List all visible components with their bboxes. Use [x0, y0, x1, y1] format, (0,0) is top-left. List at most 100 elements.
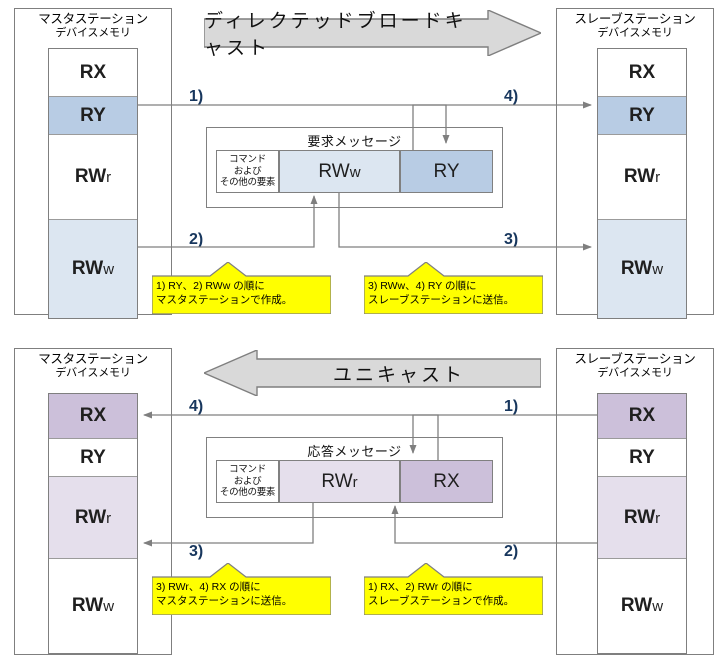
- bottom-slave-title-line1: スレーブステーション: [574, 352, 696, 366]
- top-callout-create: 1) RY、2) RWw の順に マスタステーションで作成。: [151, 261, 332, 315]
- top-step-label-4: 4): [504, 88, 519, 105]
- top-step-label-3: 3): [504, 231, 519, 248]
- bottom-callout-create: 1) RX、2) RWr の順に スレーブステーションで作成。: [363, 562, 544, 616]
- top-master-title-line1: マスタステーション: [38, 12, 148, 26]
- bottom-master-cell-rww-label: RW: [71, 595, 104, 616]
- top-master-cell-ry-label: RY: [80, 104, 106, 126]
- top-message-segment-rww: RWw: [279, 150, 400, 193]
- top-message-command-line3: その他の要素: [219, 177, 276, 189]
- bottom-callout-send: 3) RWr、4) RX の順に マスタステーションに送信。: [151, 562, 332, 616]
- bottom-banner-label: ユニキャスト: [332, 364, 465, 386]
- top-message-segment-command: コマンド および その他の要素: [216, 150, 279, 193]
- bottom-step-label-2: 2): [504, 543, 519, 560]
- top-master-memory-stack: RX RY RWr RWw: [48, 48, 138, 319]
- top-message-command-line1: コマンド: [229, 154, 266, 166]
- top-slave-cell-rx-label: RX: [628, 61, 656, 83]
- bottom-slave-title-line2: デバイスメモリ: [597, 367, 673, 379]
- top-message-segment-ry: RY: [400, 150, 493, 193]
- bottom-slave-cell-rww: RWw: [598, 559, 686, 653]
- top-message-ry-label: RY: [433, 160, 460, 182]
- top-slave-cell-rwr: RWr: [598, 135, 686, 220]
- top-banner-arrow-shape: [203, 8, 543, 58]
- bottom-master-cell-ry: RY: [49, 439, 137, 477]
- top-slave-cell-rww-label: RW: [620, 258, 653, 279]
- top-slave-memory-stack: RX RY RWr RWw: [597, 48, 687, 319]
- bottom-slave-cell-rww-label: RW: [620, 595, 653, 616]
- top-banner-label: ディレクテッドブロードキャスト: [204, 11, 467, 59]
- top-message-rww-label: RW: [318, 160, 350, 182]
- top-slave-title-line2: デバイスメモリ: [597, 27, 673, 39]
- top-master-cell-rww: RWw: [49, 220, 137, 318]
- bottom-step-label-1: 1): [504, 398, 519, 415]
- top-master-cell-rww-label: RW: [71, 258, 104, 279]
- top-slave-title-line1: スレーブステーション: [574, 12, 696, 26]
- bottom-message-command-line1: コマンド: [229, 464, 266, 476]
- bottom-master-station-title: マスタステーション デバイスメモリ: [14, 352, 172, 380]
- top-master-cell-rx-label: RX: [79, 61, 107, 83]
- top-slave-cell-rwr-label: RW: [623, 166, 656, 187]
- bottom-master-cell-rwr-suffix: r: [106, 509, 112, 527]
- bottom-master-memory-stack: RX RY RWr RWw: [48, 393, 138, 654]
- top-message-command-line2: および: [233, 165, 262, 177]
- bottom-slave-cell-rwr-suffix: r: [655, 509, 661, 527]
- bottom-message-rwr-suffix: r: [352, 473, 358, 491]
- top-slave-station-title: スレーブステーション デバイスメモリ: [556, 12, 714, 40]
- bottom-message-rwr-label: RW: [321, 470, 353, 492]
- top-callout-send-line1: 3) RWw、4) RY の順に: [368, 280, 477, 292]
- top-callout-create-line2: マスタステーションで作成。: [156, 294, 293, 306]
- top-slave-cell-rww: RWw: [598, 220, 686, 318]
- top-master-cell-ry: RY: [49, 97, 137, 135]
- top-slave-cell-ry: RY: [598, 97, 686, 135]
- bottom-slave-memory-stack: RX RY RWr RWw: [597, 393, 687, 654]
- top-master-cell-rwr-label: RW: [74, 166, 107, 187]
- bottom-slave-cell-ry: RY: [598, 439, 686, 477]
- top-slave-cell-rww-suffix: w: [652, 261, 664, 278]
- top-master-title-line2: デバイスメモリ: [55, 27, 131, 39]
- top-slave-cell-ry-label: RY: [629, 104, 655, 126]
- top-callout-create-line1: 1) RY、2) RWw の順に: [156, 280, 265, 292]
- bottom-slave-cell-rww-suffix: w: [652, 598, 664, 615]
- bottom-banner-arrow-shape: [202, 348, 542, 398]
- bottom-master-cell-rww-suffix: w: [103, 598, 115, 615]
- bottom-message-command-line2: および: [233, 475, 262, 487]
- bottom-master-cell-rwr-label: RW: [74, 506, 107, 528]
- bottom-message-segment-rx: RX: [400, 460, 493, 503]
- bottom-master-cell-rx-label: RX: [79, 405, 107, 426]
- bottom-master-cell-ry-label: RY: [80, 446, 106, 468]
- bottom-callout-create-line2: スレーブステーションで作成。: [368, 595, 515, 607]
- top-master-cell-rx: RX: [49, 49, 137, 97]
- bottom-message-segment-rwr: RWr: [279, 460, 400, 503]
- top-banner-arrow: ディレクテッドブロードキャスト: [203, 8, 543, 59]
- bottom-message-rx-label: RX: [433, 470, 460, 492]
- top-master-cell-rwr-suffix: r: [106, 169, 112, 186]
- top-message-title: 要求メッセージ: [307, 134, 402, 149]
- bottom-message-title: 応答メッセージ: [307, 444, 402, 459]
- bottom-slave-cell-rx-label: RX: [628, 405, 656, 426]
- top-master-station-title: マスタステーション デバイスメモリ: [14, 12, 172, 40]
- bottom-master-cell-rx: RX: [49, 394, 137, 439]
- bottom-slave-cell-ry-label: RY: [629, 446, 655, 468]
- top-callout-send-line2: スレーブステーションに送信。: [368, 294, 515, 306]
- bottom-master-title-line2: デバイスメモリ: [55, 367, 131, 379]
- bottom-callout-send-line2: マスタステーションに送信。: [156, 595, 293, 607]
- top-master-cell-rww-suffix: w: [103, 261, 115, 278]
- top-callout-send: 3) RWw、4) RY の順に スレーブステーションに送信。: [363, 261, 544, 315]
- bottom-slave-cell-rx: RX: [598, 394, 686, 439]
- bottom-callout-send-line1: 3) RWr、4) RX の順に: [156, 581, 261, 593]
- bottom-message-command-line3: その他の要素: [219, 487, 276, 499]
- bottom-step-label-4: 4): [189, 398, 204, 415]
- top-slave-cell-rx: RX: [598, 49, 686, 97]
- bottom-slave-station-title: スレーブステーション デバイスメモリ: [556, 352, 714, 380]
- top-step-label-1: 1): [189, 88, 204, 105]
- bottom-master-cell-rwr: RWr: [49, 477, 137, 559]
- bottom-master-cell-rww: RWw: [49, 559, 137, 653]
- top-slave-cell-rwr-suffix: r: [655, 169, 661, 186]
- bottom-slave-cell-rwr-label: RW: [623, 506, 656, 528]
- bottom-message-segment-command: コマンド および その他の要素: [216, 460, 279, 503]
- top-step-label-2: 2): [189, 231, 204, 248]
- bottom-banner-arrow: ユニキャスト: [202, 348, 542, 398]
- bottom-master-title-line1: マスタステーション: [38, 352, 148, 366]
- bottom-slave-cell-rwr: RWr: [598, 477, 686, 559]
- bottom-step-label-3: 3): [189, 543, 204, 560]
